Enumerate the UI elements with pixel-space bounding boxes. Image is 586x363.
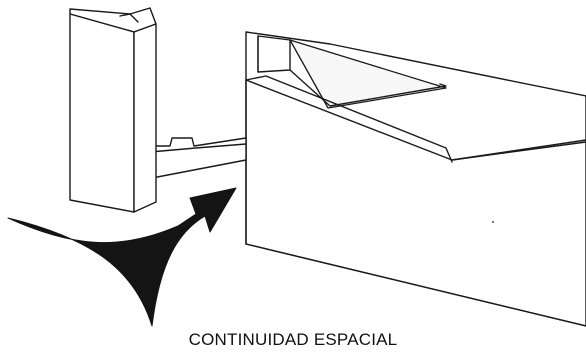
connecting-bar-body: [149, 137, 247, 179]
tall-slab-side-face: [133, 23, 157, 213]
large-block: [245, 31, 586, 327]
large-block-ledge: [245, 75, 453, 163]
large-block-bottom-edge: [245, 243, 586, 327]
connecting-bar-notch: [149, 143, 247, 153]
tall-slab: [69, 7, 157, 213]
recess-edge: [257, 35, 291, 73]
tall-slab-top-notch: [119, 13, 139, 23]
curved-arrow-icon: [7, 187, 237, 327]
recess-floor: [289, 69, 447, 107]
speck: [492, 221, 494, 223]
large-block-top-right-edge: [451, 139, 586, 161]
connecting-bar: [149, 137, 247, 179]
tall-slab-front-face: [69, 13, 135, 213]
diagram-caption: CONTINUIDAD ESPACIAL: [188, 330, 398, 349]
